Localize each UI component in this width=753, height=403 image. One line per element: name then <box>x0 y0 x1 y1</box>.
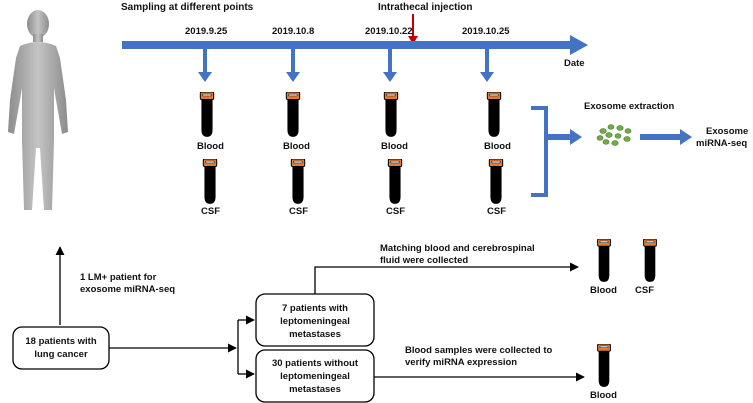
timeline-arrow <box>122 35 588 55</box>
blood-label-4: Blood <box>484 141 511 152</box>
sampling-title: Sampling at different points <box>121 2 254 13</box>
blood-tube-icon <box>384 92 397 136</box>
bracket-to-extraction-arrow <box>546 129 582 145</box>
timepoint-date-1: 2019.9.25 <box>185 26 228 37</box>
output-blood-label: Blood <box>590 285 617 296</box>
csf-label-4: CSF <box>487 206 506 217</box>
output-blood-label-2: Blood <box>590 390 617 401</box>
blood-tube-icon <box>286 92 299 136</box>
lung-cancer-patients-box <box>12 326 110 370</box>
nonlm-box-line3: metastases <box>289 384 341 395</box>
csf-tube-icon <box>388 159 401 203</box>
injection-label: Intrathecal injection <box>378 2 472 13</box>
nonlm-box-line2: leptomeningeal <box>280 371 350 382</box>
csf-tube-icon <box>644 239 657 281</box>
output-csf-label: CSF <box>635 285 654 296</box>
matching-label-line1: Matching blood and cerebrospinal <box>380 243 535 254</box>
lung-cancer-box-line2: lung cancer <box>34 349 88 360</box>
collection-bracket <box>531 106 548 197</box>
blood-tube-icon <box>200 92 213 136</box>
exosome-cluster-icon <box>596 124 632 146</box>
blood-label-1: Blood <box>197 141 224 152</box>
csf-tube-icon <box>489 159 502 203</box>
blood-tube-icon <box>598 239 611 281</box>
blood-label-3: Blood <box>381 141 408 152</box>
lm-box-line1: 7 patients with <box>282 303 348 314</box>
csf-label-2: CSF <box>289 206 308 217</box>
blood-label-2: Blood <box>283 141 310 152</box>
lm-to-matching-arrow <box>314 262 579 294</box>
csf-label-3: CSF <box>386 206 405 217</box>
exosome-seq-label-line1: Exosome <box>706 126 748 137</box>
csf-tube-icon <box>203 159 216 203</box>
nonlm-box-line1: 30 patients without <box>272 358 359 369</box>
human-body-icon <box>8 10 68 210</box>
lung-cancer-box-line1: 18 patients with <box>25 336 96 347</box>
lm-box-line2: leptomeningeal <box>280 316 350 327</box>
lm-box-line3: metastases <box>289 329 341 340</box>
verify-label-line2: verify miRNA expression <box>405 357 517 368</box>
matching-label-line2: fluid were collected <box>380 255 468 266</box>
non-lm-patients-box <box>255 349 375 403</box>
exosome-extraction-label: Exosome extraction <box>584 101 674 112</box>
extraction-to-seq-arrow <box>640 129 692 145</box>
timepoint-date-4: 2019.10.25 <box>462 26 510 37</box>
lm-patient-label-line2: exosome miRNA-seq <box>80 284 175 295</box>
timepoint-down-arrows <box>198 49 494 82</box>
blood-tube-icon <box>598 344 611 386</box>
csf-tube-icon <box>291 159 304 203</box>
timepoint-date-3: 2019.10.22 <box>365 26 413 37</box>
date-axis-label: Date <box>564 58 585 69</box>
timepoint-date-2: 2019.10.8 <box>272 26 314 37</box>
verify-label-line1: Blood samples were collected to <box>405 345 552 356</box>
blood-tube-icon <box>487 92 500 136</box>
exosome-seq-label-line2: miRNA-seq <box>696 138 747 149</box>
lm-patient-label-line1: 1 LM+ patient for <box>80 272 157 283</box>
csf-label-1: CSF <box>201 206 220 217</box>
injection-arrow <box>408 14 418 44</box>
